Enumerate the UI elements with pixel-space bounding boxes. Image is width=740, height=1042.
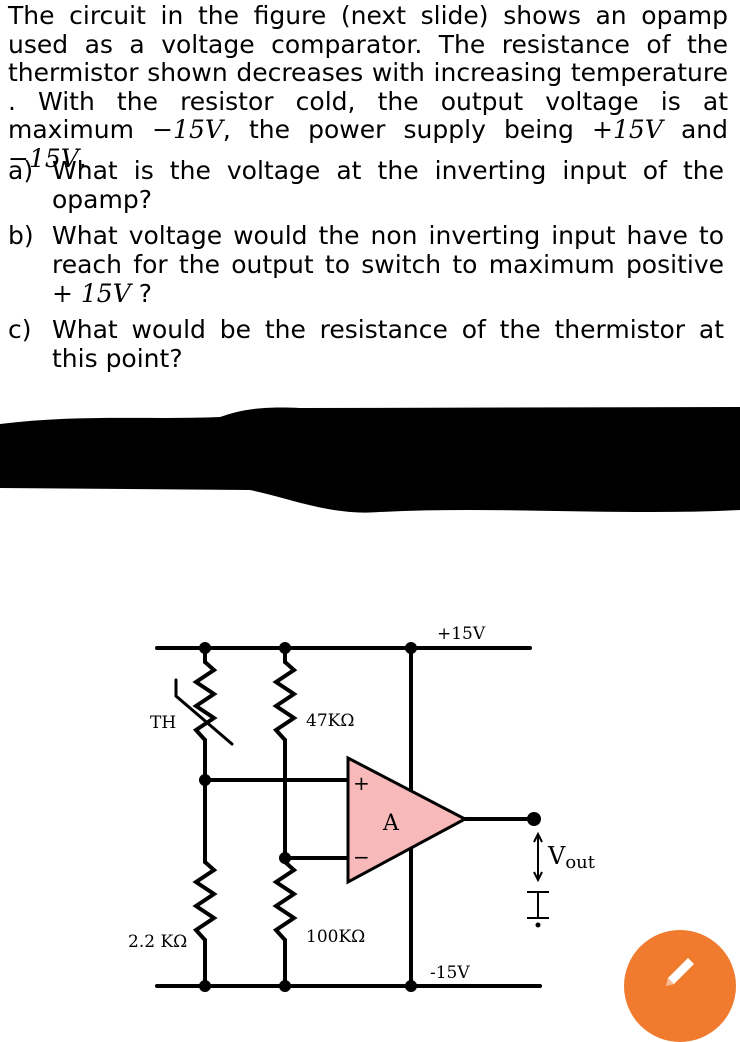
item-b-marker: b) [8, 221, 34, 250]
label-2k2: 2.2 KΩ [128, 932, 187, 952]
question-mid: , the power supply being [222, 115, 593, 144]
label-47k: 47KΩ [306, 711, 354, 731]
supply-negative: −15V [8, 143, 79, 173]
label-minus-15v: -15V [430, 963, 470, 983]
redaction-bar [0, 407, 740, 513]
label-plus-15v: +15V [437, 624, 486, 644]
thermistor-arrow [174, 678, 234, 746]
pencil-icon [666, 958, 694, 986]
question-body: The circuit in the figure (next slide) s… [8, 1, 728, 144]
label-vout: Vout [547, 842, 596, 873]
label-th: TH [150, 713, 176, 733]
item-b-math: + 15V [52, 279, 131, 308]
max-voltage: −15V [152, 115, 223, 144]
item-c-marker: c) [8, 315, 32, 344]
question-and: and [662, 115, 728, 144]
label-100k: 100KΩ [306, 927, 365, 947]
question-items: a) What is the voltage at the inverting … [8, 156, 724, 380]
item-b-text-main: What voltage would the non inverting inp… [52, 221, 724, 279]
item-a-marker: a) [8, 156, 34, 185]
item-b-text: What voltage would the non inverting inp… [52, 221, 724, 308]
resistor-2k2 [192, 860, 218, 942]
label-opamp: A [382, 811, 400, 836]
question-text: The circuit in the figure (next slide) s… [8, 1, 728, 173]
item-b: b) What voltage would the non inverting … [8, 221, 724, 308]
edit-button[interactable] [624, 930, 736, 1042]
resistor-47k [272, 660, 298, 742]
item-a-text: What is the voltage at the inverting inp… [52, 156, 724, 214]
item-c: c) What would be the resistance of the t… [8, 315, 724, 373]
item-c-text: What would be the resistance of the ther… [52, 315, 724, 373]
label-minus-input: − [353, 845, 370, 869]
item-b-text-end: ? [130, 279, 152, 308]
opamp [346, 755, 469, 885]
circuit-diagram: +15V -15V TH 47KΩ 2.2 KΩ 100KΩ A + − Vou… [128, 624, 596, 992]
resistor-100k [272, 860, 298, 942]
label-plus-input: + [353, 771, 370, 795]
supply-positive: +15V [592, 115, 663, 144]
thermistor [192, 660, 218, 742]
item-a: a) What is the voltage at the inverting … [8, 156, 724, 214]
question-end: . [78, 143, 87, 173]
